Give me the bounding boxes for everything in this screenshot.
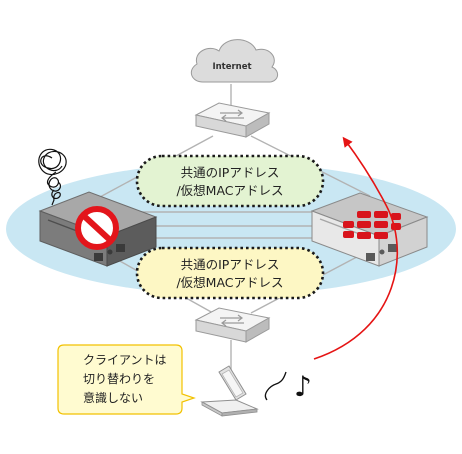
- laptop-icon: [200, 365, 259, 417]
- vip-lower-line2: /仮想MACアドレス: [176, 275, 283, 290]
- network-switch-icon: [194, 307, 271, 343]
- prohibited-icon: [75, 206, 119, 250]
- virtual-ip-bubble-lower: 共通のIPアドレス /仮想MACアドレス: [135, 246, 325, 300]
- virtual-ip-bubble-upper: 共通のIPアドレス /仮想MACアドレス: [135, 154, 325, 208]
- failover-arrow: [313, 136, 398, 360]
- cloud-icon: Internet: [190, 39, 279, 83]
- client-note-line2: 切り替わりを: [83, 372, 155, 386]
- squiggle-icon: [264, 371, 287, 401]
- internet-label: Internet: [212, 62, 251, 72]
- vip-lower-line1: 共通のIPアドレス: [181, 257, 280, 272]
- vip-upper-line1: 共通のIPアドレス: [181, 165, 280, 180]
- client-note-line1: クライアントは: [83, 353, 167, 367]
- scribble-icon: [38, 148, 67, 206]
- music-note-icon: ♪: [294, 370, 312, 403]
- fortinet-logo-icon: [343, 211, 401, 239]
- client-callout: クライアントは 切り替わりを 意識しない: [57, 344, 196, 415]
- fortinet-firewall-icon: [310, 192, 429, 267]
- vip-upper-line2: /仮想MACアドレス: [176, 183, 283, 198]
- network-switch-icon: [194, 102, 271, 138]
- client-note-line3: 意識しない: [83, 390, 143, 405]
